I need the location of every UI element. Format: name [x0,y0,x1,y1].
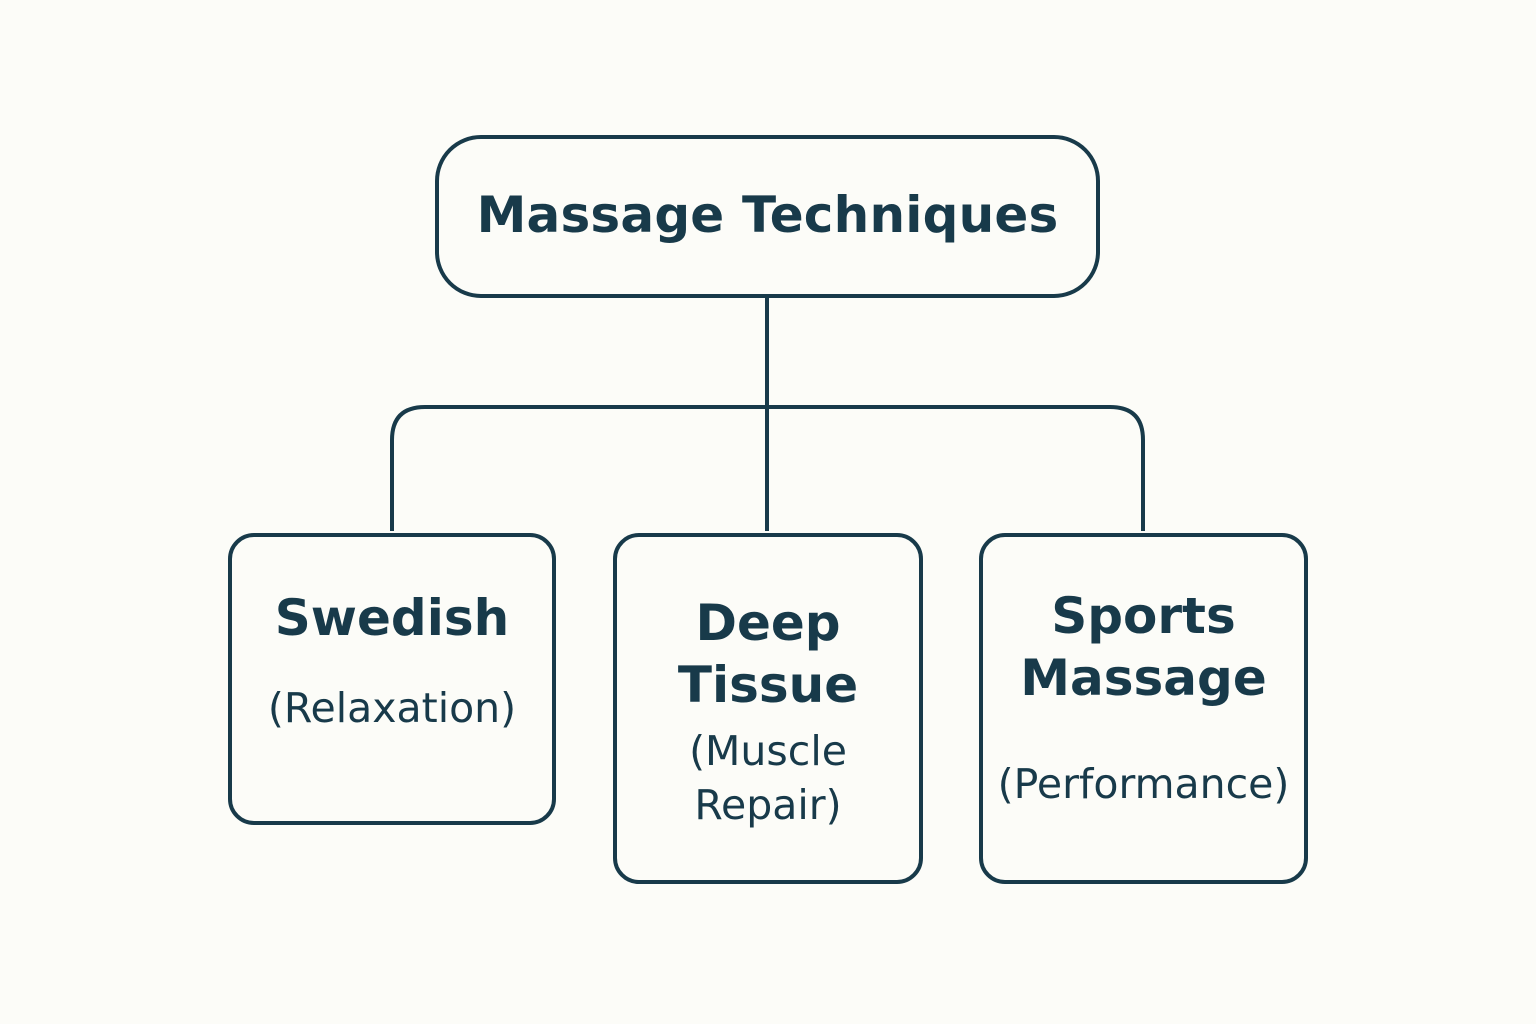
child-node-sports-massage: Sports Massage (Performance) [979,533,1308,884]
child-description: (Performance) [997,760,1290,808]
child-description: (Relaxation) [267,684,517,732]
child-node-deep-tissue: Deep Tissue (Muscle Repair) [613,533,923,884]
child-description: (Muscle Repair) [689,727,847,829]
root-node: Massage Techniques [435,135,1100,298]
child-name: Swedish [274,589,510,647]
connector-horizontal-bar [390,405,1145,531]
child-node-swedish: Swedish (Relaxation) [228,533,556,825]
child-name: Deep Tissue [677,594,859,714]
root-title: Massage Techniques [476,185,1059,244]
child-name: Sports Massage [1020,587,1267,707]
